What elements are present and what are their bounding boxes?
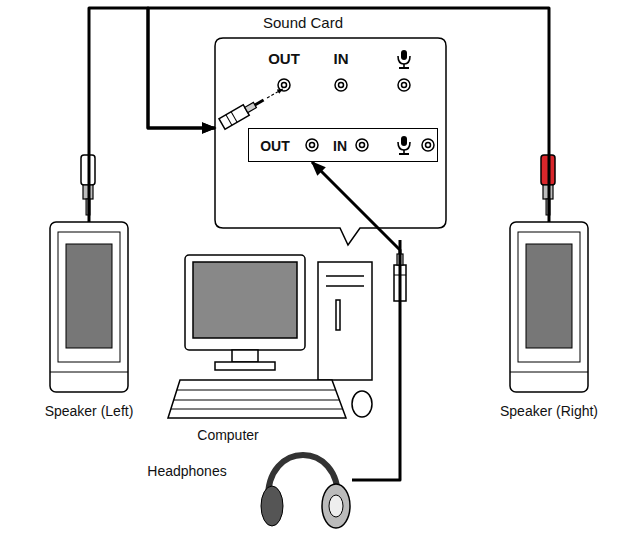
speaker-front bbox=[518, 232, 580, 362]
device-label: Speaker (Right) bbox=[500, 402, 598, 420]
mic-holder bbox=[398, 142, 410, 150]
headphones: Headphones bbox=[255, 445, 352, 530]
plug-ridge bbox=[226, 115, 232, 125]
tower-case bbox=[318, 262, 372, 380]
ear-cup-center bbox=[329, 495, 343, 517]
speaker-base bbox=[50, 372, 128, 373]
mouse bbox=[352, 391, 372, 417]
mic-capsule bbox=[401, 50, 407, 60]
speaker-cabinet bbox=[50, 222, 128, 392]
ear-cup bbox=[261, 486, 283, 526]
jack-hole bbox=[310, 143, 315, 148]
speaker: Speaker (Right) bbox=[510, 222, 588, 392]
mic-stem bbox=[403, 64, 405, 67]
jack-hole bbox=[426, 143, 431, 148]
speaker-right-drawing bbox=[510, 222, 588, 392]
device-label: Computer bbox=[197, 426, 258, 444]
jack bbox=[335, 79, 347, 91]
ear-cup bbox=[322, 484, 350, 528]
mic-base bbox=[399, 153, 409, 155]
callout-outline bbox=[215, 38, 446, 248]
plug-ridge bbox=[231, 112, 237, 122]
device-label: Headphones bbox=[147, 462, 226, 480]
speaker-left-drawing bbox=[50, 222, 128, 392]
monitor-stand bbox=[232, 350, 258, 362]
jack-hole bbox=[339, 83, 344, 88]
monitor-base bbox=[215, 362, 275, 370]
jack-row bbox=[278, 79, 410, 91]
mic-symbol bbox=[398, 50, 410, 68]
callout-outline-path bbox=[215, 38, 446, 245]
jack bbox=[306, 139, 318, 151]
key-row bbox=[171, 409, 343, 410]
drive-bay bbox=[326, 285, 364, 287]
cable bbox=[89, 8, 215, 222]
port-label: OUT bbox=[268, 50, 300, 68]
mic-capsule bbox=[401, 136, 407, 146]
port-label: OUT bbox=[260, 137, 290, 155]
jack-hole bbox=[282, 83, 287, 88]
port-label: IN bbox=[333, 137, 347, 155]
cable bbox=[312, 162, 400, 480]
port-panel: OUT IN bbox=[248, 128, 438, 162]
key-row bbox=[177, 390, 336, 391]
mic-symbol bbox=[398, 136, 410, 154]
speaker-base bbox=[510, 372, 588, 373]
port-label: IN bbox=[334, 50, 349, 68]
mic-holder bbox=[398, 56, 410, 64]
computer-drawing bbox=[168, 255, 372, 418]
speaker-front bbox=[58, 232, 120, 362]
plug-tip bbox=[255, 100, 264, 105]
speaker: Speaker (Left) bbox=[50, 222, 128, 392]
monitor-screen bbox=[193, 262, 297, 338]
sound-card-callout: Sound CardOUTINOUTIN bbox=[215, 38, 446, 228]
jack-hole bbox=[402, 83, 407, 88]
speaker-grille bbox=[526, 244, 572, 348]
jack-hole bbox=[360, 143, 365, 148]
speaker-grille bbox=[66, 244, 112, 348]
monitor-frame bbox=[185, 255, 305, 350]
mic-stem bbox=[403, 150, 405, 153]
jack bbox=[398, 79, 410, 91]
device-label: Speaker (Left) bbox=[45, 402, 134, 420]
key-row bbox=[174, 400, 340, 401]
insert-arrow bbox=[267, 89, 283, 98]
jack bbox=[356, 139, 368, 151]
headphones-drawing bbox=[261, 455, 350, 528]
tower-slot bbox=[336, 300, 340, 330]
jack bbox=[422, 139, 434, 151]
drive-bay bbox=[326, 275, 364, 277]
keyboard bbox=[168, 380, 346, 418]
callout-title: Sound Card bbox=[263, 14, 343, 32]
cable bbox=[148, 8, 549, 222]
speaker-cabinet bbox=[510, 222, 588, 392]
mic-base bbox=[399, 67, 409, 69]
jack-row bbox=[306, 139, 434, 151]
computer: Computer bbox=[168, 255, 374, 419]
jack bbox=[278, 79, 290, 91]
stereo-plug bbox=[219, 84, 286, 129]
